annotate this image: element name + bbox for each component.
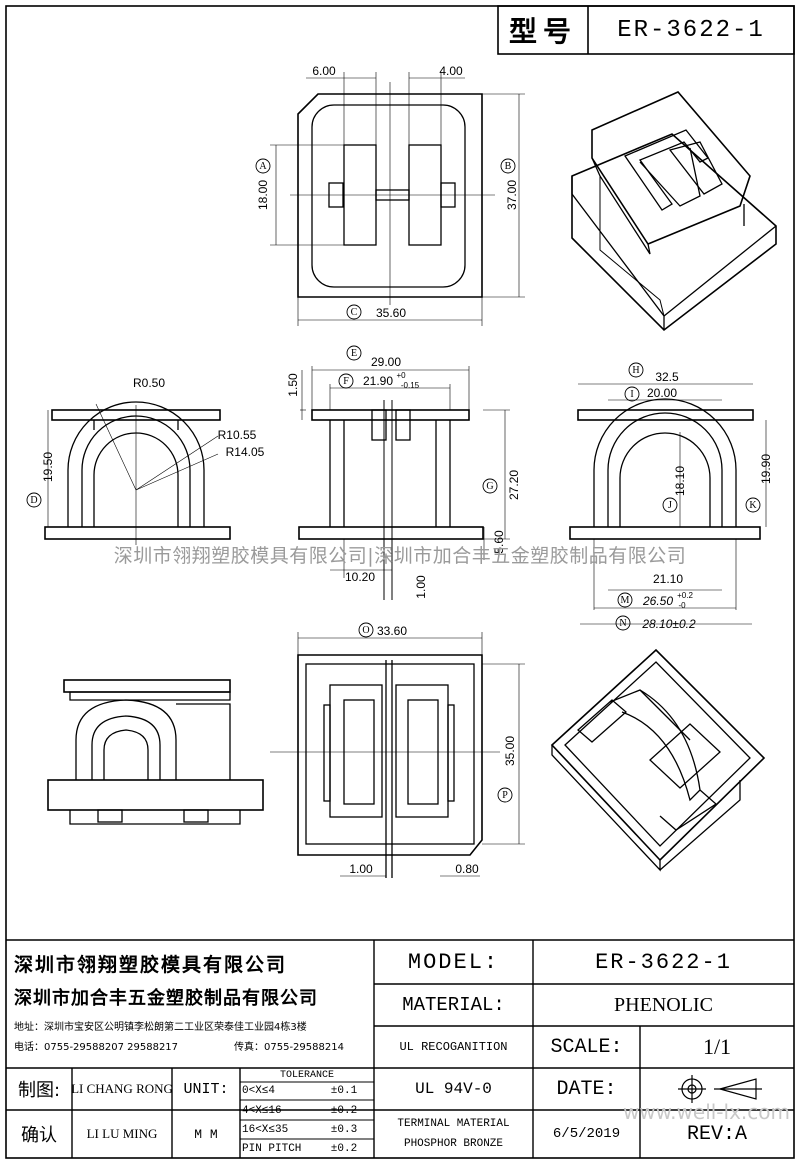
marker-e: E bbox=[350, 347, 358, 359]
dim-19-90: 19.90 bbox=[759, 453, 773, 485]
dim-33-60: 33.60 bbox=[376, 624, 408, 638]
marker-c: C bbox=[350, 306, 358, 318]
dim-29-00: 29.00 bbox=[370, 355, 402, 369]
checked-label: 确认 bbox=[21, 1125, 57, 1146]
marker-n: N bbox=[619, 617, 627, 629]
iso-view-bottom-left bbox=[47, 679, 264, 825]
date-label: DATE: bbox=[556, 1077, 617, 1101]
front-view-left bbox=[44, 401, 231, 545]
dim-26-50-tol-minus: -0 bbox=[678, 600, 686, 610]
dim-6-00: 6.00 bbox=[312, 64, 336, 78]
date-value: 6/5/2019 bbox=[552, 1126, 621, 1142]
marker-g: G bbox=[486, 480, 494, 492]
watermark-site: www.well-lx.com bbox=[622, 1100, 790, 1124]
terminal-material-value: PHOSPHOR BRONZE bbox=[403, 1138, 504, 1150]
dim-21-90: 21.90 bbox=[362, 374, 394, 388]
marker-k: K bbox=[749, 499, 757, 511]
drawn-name: LI CHANG RONG bbox=[72, 1081, 172, 1096]
dim-1-00-bottom: 1.00 bbox=[349, 862, 373, 876]
side-view-middle bbox=[298, 366, 510, 600]
ul-value: UL 94V-0 bbox=[415, 1080, 492, 1098]
marker-h: H bbox=[632, 364, 640, 376]
scale-value: 1/1 bbox=[702, 1034, 732, 1059]
dim-r14-05: R14.05 bbox=[225, 445, 265, 459]
tol-value-3: ±0.3 bbox=[330, 1123, 358, 1136]
revision: REV:A bbox=[686, 1122, 747, 1146]
dim-21-90-tol-minus: -0.15 bbox=[400, 380, 420, 390]
marker-o: O bbox=[362, 624, 370, 636]
outer-frame bbox=[5, 5, 795, 1159]
model-label: MODEL: bbox=[407, 949, 500, 975]
tol-range-2: 4<X≤16 bbox=[242, 1104, 282, 1117]
ul-label: UL RECOGANITION bbox=[399, 1040, 508, 1054]
marker-a: A bbox=[259, 160, 267, 172]
dim-21-10: 21.10 bbox=[652, 572, 684, 586]
material-value: PHENOLIC bbox=[614, 993, 713, 1016]
tol-value-1: ±0.1 bbox=[330, 1085, 358, 1097]
company-name-2: 深圳市加合丰五金塑胶制品有限公司 bbox=[14, 988, 318, 1009]
projection-symbol bbox=[678, 1075, 762, 1103]
title-block-grid bbox=[6, 939, 794, 1158]
scale-label: SCALE: bbox=[550, 1035, 623, 1059]
model-value: ER-3622-1 bbox=[595, 949, 732, 975]
tol-range-1: 0<X≤4 bbox=[242, 1085, 276, 1097]
dim-20-00: 20.00 bbox=[646, 386, 678, 400]
unit-value: M M bbox=[194, 1126, 218, 1142]
dim-18-00: 18.00 bbox=[256, 179, 270, 211]
dim-28-10: 28.10±0.2 bbox=[642, 617, 696, 631]
dim-0-80: 0.80 bbox=[455, 862, 479, 876]
marker-j: J bbox=[668, 499, 672, 511]
dim-35-00: 35.00 bbox=[503, 735, 517, 767]
marker-d: D bbox=[30, 494, 38, 506]
iso-view-bottom-right bbox=[550, 648, 766, 872]
dim-32-5: 32.5 bbox=[655, 370, 679, 384]
dim-4-00: 4.00 bbox=[439, 64, 463, 78]
marker-p: P bbox=[502, 789, 508, 801]
tolerance-title: TOLERANCE bbox=[279, 1069, 334, 1081]
company-tel: 电话：0755-29588207 29588217 bbox=[14, 1041, 179, 1053]
tol-value-4: ±0.2 bbox=[330, 1142, 358, 1155]
marker-i: I bbox=[630, 388, 634, 400]
dim-r0-50: R0.50 bbox=[132, 376, 166, 390]
iso-view-top bbox=[571, 91, 777, 332]
checked-name: LI LU MING bbox=[86, 1126, 158, 1141]
drawn-label: 制图: bbox=[17, 1080, 61, 1101]
dim-37-00: 37.00 bbox=[505, 179, 519, 211]
tol-range-4: PIN PITCH bbox=[242, 1142, 302, 1155]
tol-range-3: 16<X≤35 bbox=[242, 1123, 289, 1136]
dim-26-50-tol-plus: +0.2 bbox=[677, 590, 693, 600]
company-name-1: 深圳市翎翔塑胶模具有限公司 bbox=[14, 953, 288, 976]
dim-19-50: 19.50 bbox=[41, 451, 55, 483]
material-label: MATERIAL: bbox=[402, 994, 505, 1016]
dim-18-10: 18.10 bbox=[673, 465, 687, 497]
tol-value-2: ±0.2 bbox=[330, 1104, 358, 1117]
header-box bbox=[497, 5, 795, 55]
marker-m: M bbox=[620, 594, 630, 606]
marker-f: F bbox=[343, 375, 349, 387]
dim-21-90-tol-plus: +0 bbox=[396, 370, 406, 380]
company-address: 地址：深圳市宝安区公明镇李松朗第二工业区荣泰佳工业园4栋3楼 bbox=[14, 1021, 307, 1033]
dim-26-50: 26.50 bbox=[642, 594, 674, 608]
dim-27-20: 27.20 bbox=[507, 469, 521, 501]
dim-10-20: 10.20 bbox=[344, 570, 376, 584]
dim-1-00-side: 1.00 bbox=[414, 575, 428, 599]
top-view bbox=[270, 72, 525, 326]
dim-35-60: 35.60 bbox=[375, 306, 407, 320]
company-fax: 传真：0755-29588214 bbox=[234, 1041, 344, 1053]
type-label: 型号 bbox=[508, 15, 577, 48]
marker-b: B bbox=[504, 160, 512, 172]
watermark-text: 深圳市翎翔塑胶模具有限公司|深圳市加合丰五金塑胶制品有限公司 bbox=[113, 545, 687, 567]
unit-label: UNIT: bbox=[183, 1080, 229, 1098]
dim-1-50: 1.50 bbox=[286, 373, 300, 397]
header-model-value: ER-3622-1 bbox=[617, 16, 765, 44]
dim-r10-55: R10.55 bbox=[217, 428, 257, 442]
front-view-right bbox=[569, 383, 767, 625]
terminal-material-label: TERMINAL MATERIAL bbox=[397, 1118, 510, 1130]
bottom-view bbox=[270, 632, 525, 878]
